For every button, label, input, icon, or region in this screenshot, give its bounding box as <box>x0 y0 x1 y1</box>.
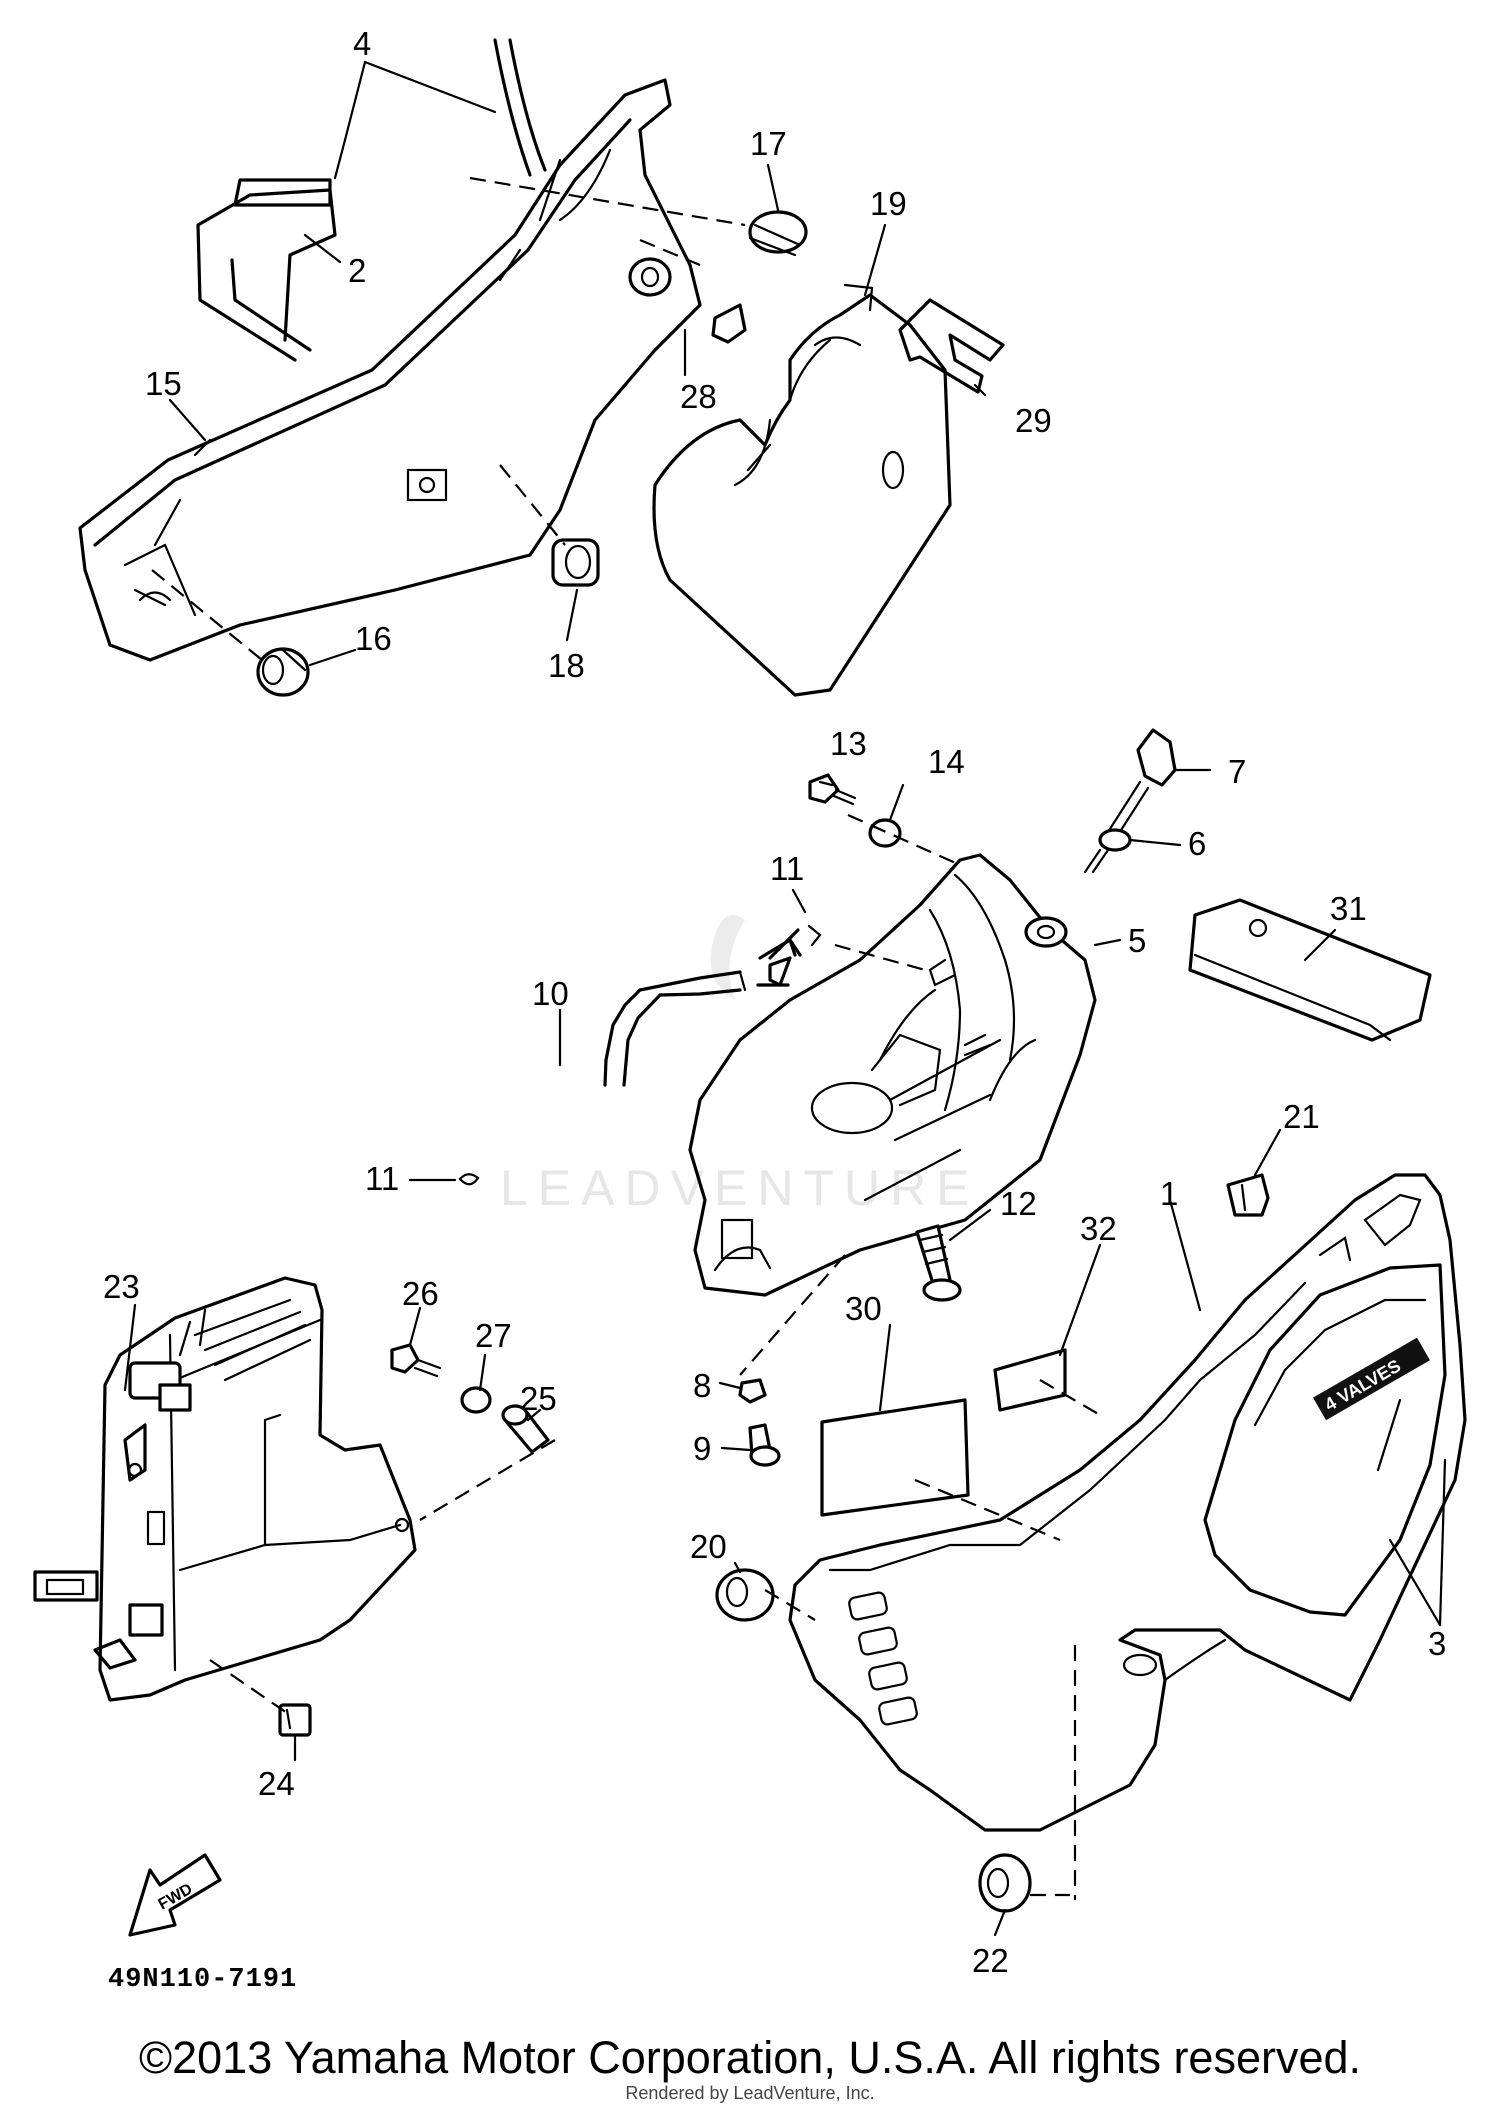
callout-18: 18 <box>548 647 585 684</box>
callout-15: 15 <box>145 365 182 402</box>
callout-27: 27 <box>475 1317 512 1354</box>
callout-26: 26 <box>402 1275 439 1312</box>
callout-13: 13 <box>830 725 867 762</box>
watermark-text: LEADVENTURE <box>500 1160 980 1216</box>
callout-5: 5 <box>1128 922 1146 959</box>
side-cover-part-1[interactable] <box>788 1173 1467 1832</box>
washer-part-14[interactable] <box>868 818 902 848</box>
callout-22: 22 <box>972 1942 1009 1979</box>
battery-box-part-23[interactable] <box>33 1276 417 1702</box>
callout-7: 7 <box>1228 753 1246 790</box>
nut-part-27[interactable] <box>460 1386 492 1414</box>
callout-9: 9 <box>693 1430 711 1467</box>
breather-hose-part-10[interactable] <box>603 928 802 1087</box>
callout-12: 12 <box>1000 1185 1037 1222</box>
callout-4: 4 <box>353 25 371 62</box>
cable-part-4 <box>493 38 547 177</box>
leadventure-watermark: LEADVENTURE <box>500 915 980 1216</box>
bolt-part-26[interactable] <box>390 1343 442 1378</box>
leader-lines <box>123 60 1447 1937</box>
collar-bolt-part-28[interactable] <box>628 257 747 344</box>
bolt-part-13[interactable] <box>808 773 857 806</box>
emblem-4-valves: 4 VALVES <box>1313 1337 1430 1472</box>
callout-16: 16 <box>355 620 392 657</box>
diagram-code: 49N110-7191 <box>108 1965 298 1995</box>
side-cover-part-19[interactable] <box>652 283 952 697</box>
grommet-part-20[interactable] <box>715 1568 775 1622</box>
callout-3: 3 <box>1428 1625 1446 1662</box>
callout-29: 29 <box>1015 402 1052 439</box>
callout-32: 32 <box>1080 1210 1117 1247</box>
copyright-notice: ©2013 Yamaha Motor Corporation, U.S.A. A… <box>138 2032 1362 2083</box>
callout-11-upper: 11 <box>770 850 804 887</box>
decal-part-30[interactable] <box>820 1398 970 1517</box>
frame-cover-part-15[interactable] <box>78 78 702 662</box>
o-ring-part-6[interactable] <box>1083 828 1132 874</box>
callout-6: 6 <box>1188 825 1206 862</box>
callout-2: 2 <box>348 252 366 289</box>
grommet-part-17[interactable] <box>748 210 808 257</box>
callout-10: 10 <box>532 975 569 1012</box>
callout-24: 24 <box>258 1765 295 1802</box>
callout-25: 25 <box>520 1380 557 1417</box>
screw-part-9[interactable] <box>748 1423 781 1467</box>
callout-28: 28 <box>680 378 717 415</box>
callout-11-lower: 11 <box>365 1160 399 1197</box>
grommet-part-22[interactable] <box>978 1853 1032 1913</box>
callout-21: 21 <box>1283 1098 1320 1135</box>
hose-clip-part-11[interactable] <box>458 924 822 1186</box>
callout-1: 1 <box>1160 1175 1178 1212</box>
callout-31: 31 <box>1330 890 1367 927</box>
clip-part-21[interactable] <box>1226 1173 1270 1217</box>
callout-17: 17 <box>750 125 787 162</box>
oil-tank-part-5[interactable] <box>688 853 1097 1297</box>
callout-8: 8 <box>693 1367 711 1404</box>
grommet-part-16[interactable] <box>256 647 310 697</box>
clip-part-24[interactable] <box>278 1703 312 1737</box>
screw-part-12[interactable] <box>915 1224 962 1302</box>
callout-23: 23 <box>103 1268 140 1305</box>
callout-30: 30 <box>845 1290 882 1327</box>
decal-strip-part-2[interactable] <box>233 178 332 207</box>
nut-part-8[interactable] <box>738 1378 767 1404</box>
grommet-part-18[interactable] <box>551 538 600 587</box>
callout-14: 14 <box>928 743 965 780</box>
rendered-by-notice: Rendered by LeadVenture, Inc. <box>625 2083 875 2103</box>
emblem-text: 4 VALVES <box>1321 1355 1404 1415</box>
decal-part-32[interactable] <box>993 1348 1067 1412</box>
callout-20: 20 <box>690 1528 727 1565</box>
dipstick-cap-part-7[interactable] <box>1106 728 1177 840</box>
bracket-part-29[interactable] <box>898 298 1005 394</box>
pad-part-31[interactable] <box>1188 898 1432 1042</box>
callout-numbers: 4 2 15 16 18 17 19 28 29 13 14 7 6 11 5 … <box>103 25 1446 1979</box>
callout-19: 19 <box>870 185 907 222</box>
collar-part-25[interactable] <box>501 1404 550 1454</box>
forward-arrow-icon: FWD <box>128 1853 222 1937</box>
